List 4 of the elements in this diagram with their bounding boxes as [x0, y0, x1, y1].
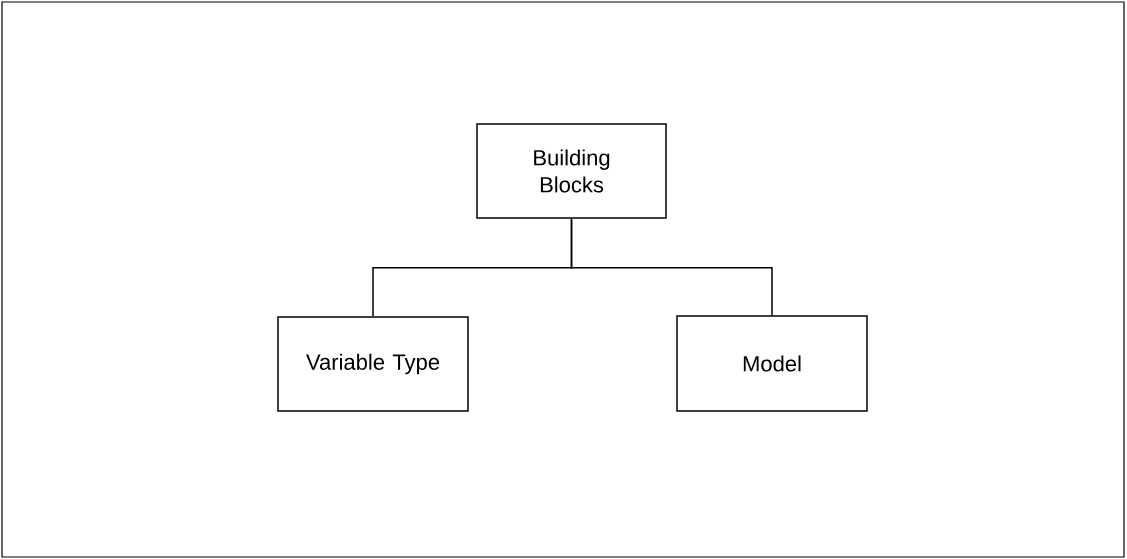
- process-box: Building Blocks: [476, 123, 667, 219]
- process-box: Model: [676, 315, 868, 412]
- process-box: Variable Type: [277, 316, 469, 412]
- connector-line: [570, 218, 773, 316]
